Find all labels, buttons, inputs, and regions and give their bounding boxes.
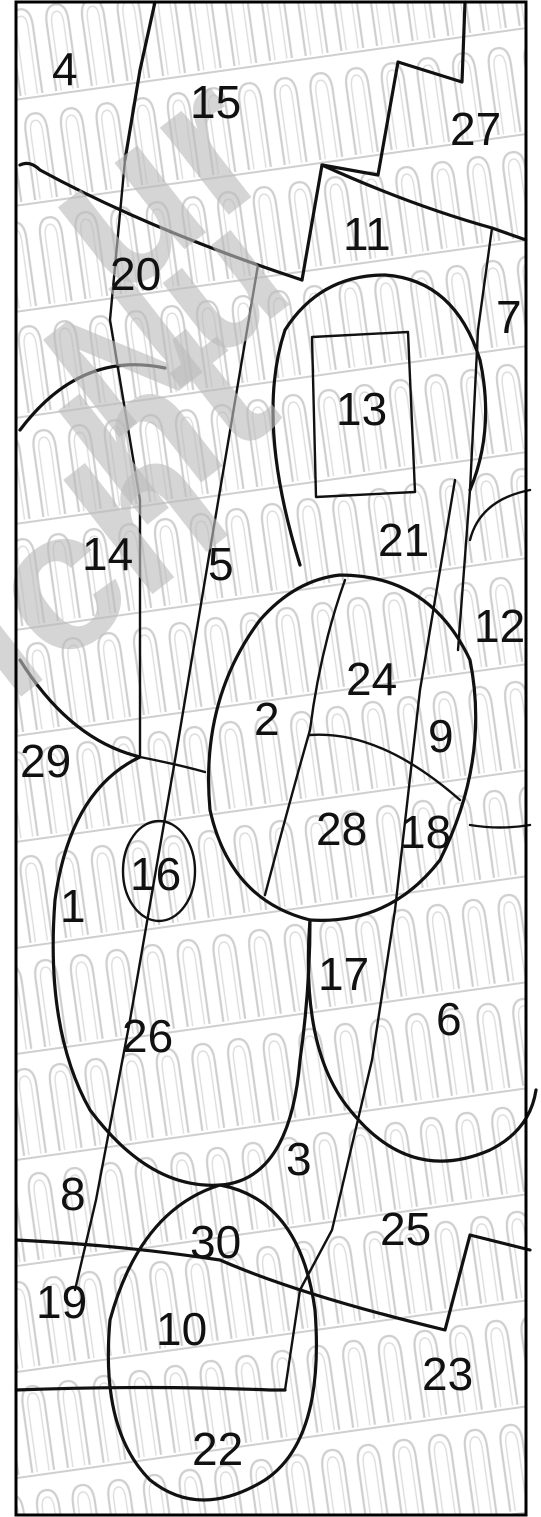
region-label-4: 4 — [52, 43, 78, 95]
region-label-27: 27 — [450, 103, 501, 155]
region-label-28: 28 — [316, 803, 367, 855]
region-label-8: 8 — [60, 1168, 86, 1220]
region-label-17: 17 — [318, 948, 369, 1000]
region-label-30: 30 — [190, 1216, 241, 1268]
region-label-22: 22 — [192, 1423, 243, 1475]
region-label-7: 7 — [496, 291, 522, 343]
region-label-5: 5 — [208, 538, 234, 590]
region-label-6: 6 — [436, 993, 462, 1045]
region-label-11: 11 — [343, 208, 391, 260]
region-label-20: 20 — [110, 248, 161, 300]
region-label-18: 18 — [400, 806, 451, 858]
region-label-16: 16 — [130, 848, 181, 900]
region-label-12: 12 — [474, 600, 525, 652]
region-label-13: 13 — [336, 383, 387, 435]
region-label-24: 24 — [346, 653, 397, 705]
region-label-19: 19 — [36, 1276, 87, 1328]
region-label-1: 1 — [60, 880, 86, 932]
region-label-3: 3 — [286, 1133, 312, 1185]
region-label-21: 21 — [378, 514, 429, 566]
region-label-29: 29 — [20, 735, 71, 787]
region-label-14: 14 — [82, 528, 133, 580]
region-label-10: 10 — [156, 1303, 207, 1355]
region-label-26: 26 — [122, 1010, 173, 1062]
region-label-2: 2 — [254, 693, 280, 745]
region-label-15: 15 — [190, 76, 241, 128]
region-label-25: 25 — [380, 1203, 431, 1255]
region-label-9: 9 — [428, 710, 454, 762]
region-label-23: 23 — [422, 1348, 473, 1400]
